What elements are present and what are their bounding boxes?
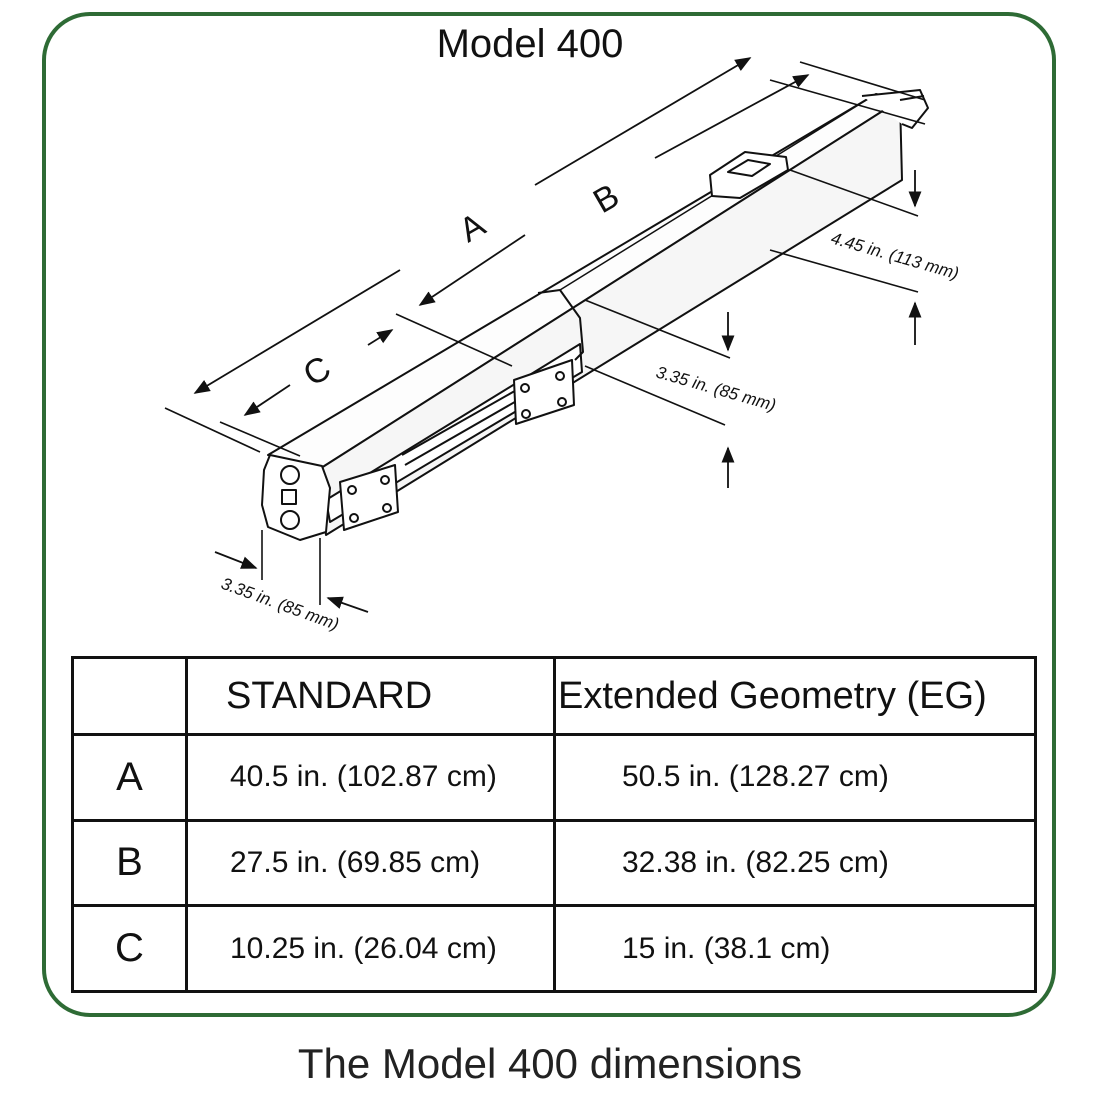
table-row: A 40.5 in. (102.87 cm) 50.5 in. (128.27 … [71, 733, 1037, 822]
row-label-c: C [71, 904, 188, 993]
dimension-letter-b: B [587, 177, 626, 221]
dimension-letter-a: A [453, 206, 492, 250]
eg-value-b: 32.38 in. (82.25 cm) [553, 818, 1037, 908]
standard-value-a: 40.5 in. (102.87 cm) [185, 733, 556, 822]
height-dimension-label: 4.45 in. (113 mm) [829, 229, 961, 284]
eg-value-a: 50.5 in. (128.27 cm) [553, 733, 1037, 822]
eg-value-c: 15 in. (38.1 cm) [553, 904, 1037, 993]
end-dimension-label: 3.35 in. (85 mm) [219, 574, 342, 634]
row-label-a: A [71, 733, 188, 822]
figure-title: Model 400 [436, 22, 624, 66]
table-row: C 10.25 in. (26.04 cm) 15 in. (38.1 cm) [71, 904, 1037, 993]
table-header-row: STANDARD Extended Geometry (EG) [71, 656, 1037, 736]
row-label-b: B [71, 818, 188, 908]
width-dimension-label: 3.35 in. (85 mm) [654, 363, 778, 415]
dimensions-table: STANDARD Extended Geometry (EG) A 40.5 i… [71, 656, 1037, 993]
actuator-drawing: A B C 4.45 in. (113 mm) 3.35 in. (85 mm)… [164, 57, 961, 634]
header-extended-geometry: Extended Geometry (EG) [553, 656, 1037, 736]
dimension-arrows [193, 57, 922, 613]
header-blank-cell [71, 656, 188, 736]
header-standard: STANDARD [185, 656, 556, 736]
dimension-letter-c: C [297, 349, 337, 394]
outer-frame [42, 12, 1056, 1017]
table-row: B 27.5 in. (69.85 cm) 32.38 in. (82.25 c… [71, 818, 1037, 908]
figure-caption: The Model 400 dimensions [297, 1040, 803, 1087]
standard-value-c: 10.25 in. (26.04 cm) [185, 904, 556, 993]
standard-value-b: 27.5 in. (69.85 cm) [185, 818, 556, 908]
extension-lines [164, 61, 926, 605]
actuator-body [261, 89, 929, 541]
